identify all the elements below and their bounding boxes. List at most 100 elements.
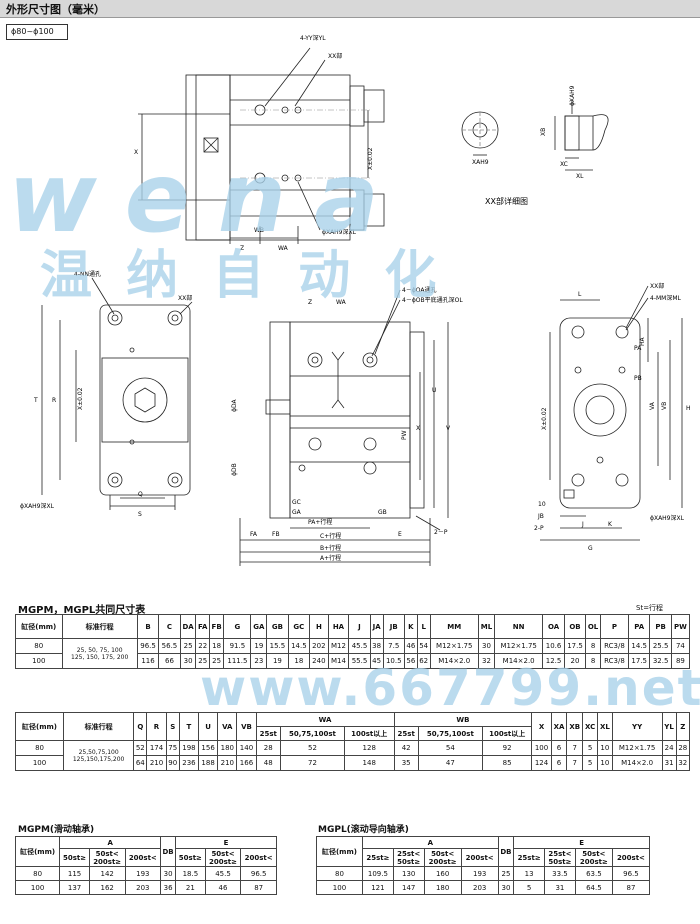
table3-cell: 21 [175, 880, 206, 895]
table1-cell: 91.5 [223, 638, 252, 654]
table1-header-cell: FB [208, 614, 225, 639]
r-pb-label: PB [634, 375, 642, 382]
r-ha-label: HA [639, 336, 646, 346]
detail-xb-label: XB [540, 128, 547, 136]
table2-subheader-cell: 25st [255, 726, 281, 741]
table2-header-cell: X [531, 712, 552, 741]
table1-cell: 32.5 [649, 653, 672, 669]
table4-cell: 193 [460, 866, 499, 881]
detail-caption: XX部详细图 [485, 196, 528, 206]
m-v-label: V [446, 425, 451, 432]
r-vb-label: VB [661, 402, 668, 410]
table1-cell: 19 [266, 653, 289, 669]
table1-cell: 202 [309, 638, 329, 654]
table1-unit: St=行程 [636, 604, 664, 612]
table3-cell: 162 [88, 880, 126, 895]
m-oa-label: 4－ϕOA通孔 [402, 286, 437, 294]
table4-subheader-cell: 50st<200st≥ [423, 848, 462, 867]
table1-header-cell: HA [327, 614, 350, 639]
l-nn-label: 4-NN通孔 [74, 270, 101, 278]
m-fa-label: FA [250, 531, 258, 538]
table2-cell: 47 [417, 755, 483, 771]
detail-xa-label: ϕXAH9 [569, 85, 576, 106]
table2-cell: 210 [217, 755, 238, 771]
table4-cell: 87 [611, 880, 651, 895]
table2-cell: 28 [255, 740, 281, 756]
r-xx-label: XX部 [650, 282, 664, 290]
table1-header-cell: JA [369, 614, 384, 639]
table3-cell: 30 [160, 866, 177, 881]
m-da-label: ϕDA [231, 399, 238, 412]
table1-cell: 80 [15, 638, 63, 654]
table1-header-cell: OB [563, 614, 587, 639]
table2-cell: 148 [343, 755, 395, 771]
table4-cell: 63.5 [574, 866, 613, 881]
r-j-label: J [581, 521, 584, 528]
table1-cell: 20 [563, 653, 587, 669]
table1-header-cell: GB [266, 614, 289, 639]
table4-cell: 96.5 [611, 866, 651, 881]
table1-header-cell: ML [477, 614, 495, 639]
table1-cell: 46 [403, 638, 418, 654]
r-pa-label: PA [634, 345, 642, 352]
table3-cell: 115 [59, 866, 90, 881]
l-r-label: R [52, 397, 56, 404]
table2-cell: 75 [165, 740, 180, 756]
table2-cell: 5 [582, 740, 599, 756]
l-xx-label: XX部 [178, 294, 192, 302]
table2-cell: 188 [198, 755, 219, 771]
table1-header-cell: GA [250, 614, 268, 639]
m-db-label: ϕDB [231, 463, 238, 476]
right-view-drawing: L XX部 4-MM深ML HA X±0.02 VA VB H PA PB 10… [534, 282, 691, 552]
watermark-chinese: 温 纳 自 动 化 [40, 246, 445, 306]
table1-cell: 25 [179, 638, 197, 654]
table2-cell: 6 [550, 740, 568, 756]
table3-cell: 45.5 [204, 866, 242, 881]
table1-cell: 17.5 [563, 638, 587, 654]
table1-cell: M14×2.0 [429, 653, 479, 669]
table2-cell: 54 [417, 740, 483, 756]
table2-cell: 80 [14, 740, 65, 756]
table1-cell: 17.5 [627, 653, 651, 669]
table1-header-cell: L [416, 614, 431, 639]
table1-header-cell: OA [542, 614, 565, 639]
r-xa-label: ϕXAH9深XL [650, 514, 685, 522]
table3-subheader-cell: 50st<200st≥ [88, 848, 126, 867]
table1-cell: 7.5 [382, 638, 405, 654]
table1-cell: 12.5 [542, 653, 565, 669]
r-jb-label: JB [537, 513, 544, 520]
table3-cell: 46 [204, 880, 242, 895]
r-2p-label: 2-P [534, 525, 544, 532]
table2-header-cell: R [146, 712, 167, 741]
table2-cell: 52 [133, 740, 148, 756]
table1-cell: 96.5 [136, 638, 160, 654]
m-ga-label: GA [292, 509, 302, 516]
table2-header-cell: VA [217, 712, 238, 741]
table2-header-cell: XB [566, 712, 584, 741]
bore-range-box: ϕ80~ϕ100 [6, 24, 68, 40]
table2-cell: 198 [178, 740, 200, 756]
table2-cell: M14×2.0 [611, 755, 663, 771]
table4-subheader-cell: 25st<50st≥ [544, 848, 576, 867]
table4-cell: 180 [423, 880, 462, 895]
m-z-label: Z [308, 299, 312, 306]
table2-cell: 48 [255, 755, 281, 771]
table1-header-cell: C [158, 614, 181, 639]
table3-header-cell: DB [160, 836, 177, 867]
table1-cell: 10.5 [382, 653, 405, 669]
table4-subheader-cell: 50st<200st≥ [574, 848, 613, 867]
table2-cell: 210 [146, 755, 167, 771]
top-view-drawing: 4-YY深YL XX部 X X±0.02 Z WB WA ϕXAH9深XL [134, 34, 385, 252]
table2-cell: 5 [582, 755, 599, 771]
r-xpm-label: X±0.02 [541, 407, 548, 430]
table1-cell: 25 [208, 653, 225, 669]
top-xx-label: XX部 [328, 52, 342, 60]
table2-header-cell: VB [236, 712, 257, 741]
table2-header-cell: YY [611, 712, 663, 741]
table4-cell: 100 [316, 880, 363, 895]
table1-header-cell: 缸径(mm) [15, 614, 63, 639]
table1-cell: 30 [179, 653, 197, 669]
